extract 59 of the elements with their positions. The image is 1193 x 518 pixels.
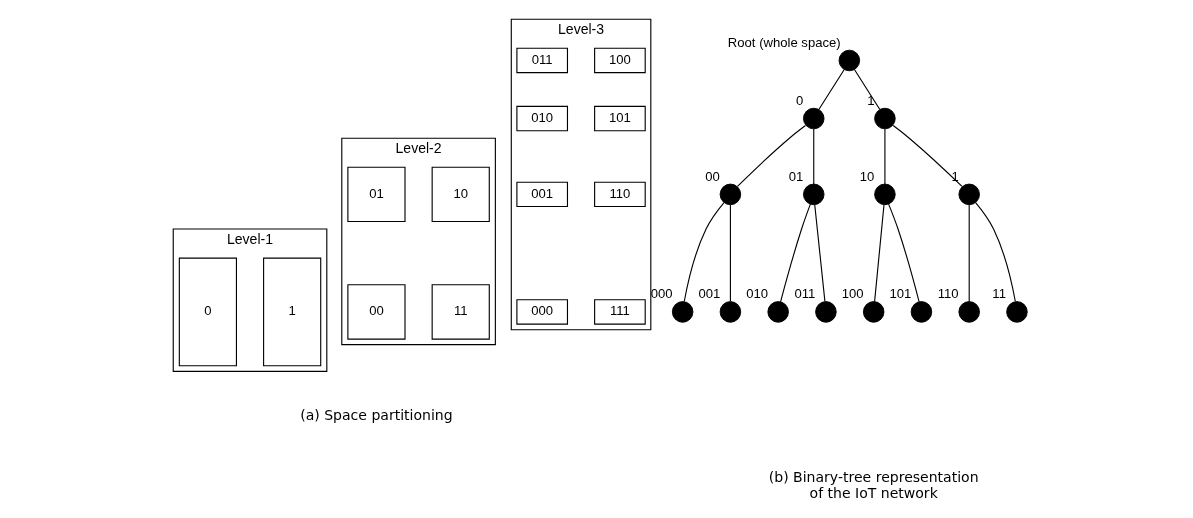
node-circle — [815, 301, 837, 323]
node-circle — [838, 49, 861, 72]
connector — [975, 202, 1016, 303]
connector — [813, 128, 815, 185]
node-label: 1 — [867, 92, 875, 108]
connector — [780, 203, 811, 303]
connector — [884, 128, 886, 185]
connector — [888, 203, 920, 303]
node-circle — [910, 301, 933, 323]
node-circle — [767, 301, 789, 323]
node-box: 111 — [594, 299, 646, 325]
node-circle — [874, 107, 896, 130]
node-label: 010 — [746, 286, 769, 302]
node-label: 10 — [859, 168, 875, 184]
connector — [814, 204, 826, 302]
node-box: 010 — [516, 105, 569, 132]
node-circle — [958, 183, 980, 206]
node-label: 100 — [841, 286, 864, 302]
node-box: 000 — [516, 299, 569, 325]
connector — [818, 68, 845, 111]
node-circle — [803, 183, 825, 206]
node-label: 001 — [698, 286, 721, 302]
node-box: 101 — [594, 105, 646, 132]
node-circle — [671, 301, 694, 323]
node-box: 100 — [594, 47, 646, 74]
node-circle — [719, 301, 742, 323]
node-circle — [862, 301, 885, 323]
node-box: 00 — [347, 284, 406, 340]
node-box: 011 — [516, 47, 569, 74]
connector — [729, 204, 731, 302]
connector — [874, 204, 885, 302]
connector — [683, 202, 725, 303]
node-label: 101 — [889, 286, 912, 302]
label: (a) Space partitioning — [300, 406, 453, 423]
node-box: 001 — [516, 181, 569, 208]
label: (b) Binary-tree representation of the IoT network — [768, 468, 979, 501]
node-label: 011 — [794, 286, 816, 302]
node-label: 0 — [796, 92, 804, 108]
node-label: Root (whole space) — [727, 34, 841, 50]
node-box: 0 — [178, 257, 237, 367]
node-circle — [958, 301, 980, 323]
node-label: 00 — [705, 168, 720, 184]
node-circle — [719, 183, 742, 206]
connector — [968, 204, 970, 302]
node-label: 11 — [992, 286, 1006, 302]
node-circle — [803, 107, 825, 130]
node-box: 110 — [594, 181, 646, 208]
connector — [892, 125, 963, 187]
node-box: 1 — [263, 257, 322, 367]
node-box: 10 — [431, 166, 490, 223]
node-label: 110 — [937, 286, 959, 302]
node-label: 01 — [788, 168, 804, 184]
node-box: 01 — [347, 166, 406, 223]
connector — [736, 124, 807, 187]
connector — [853, 68, 881, 111]
node-circle — [1006, 301, 1028, 323]
node-box: 11 — [431, 284, 490, 340]
node-label: 000 — [650, 286, 673, 302]
node-circle — [874, 183, 896, 206]
